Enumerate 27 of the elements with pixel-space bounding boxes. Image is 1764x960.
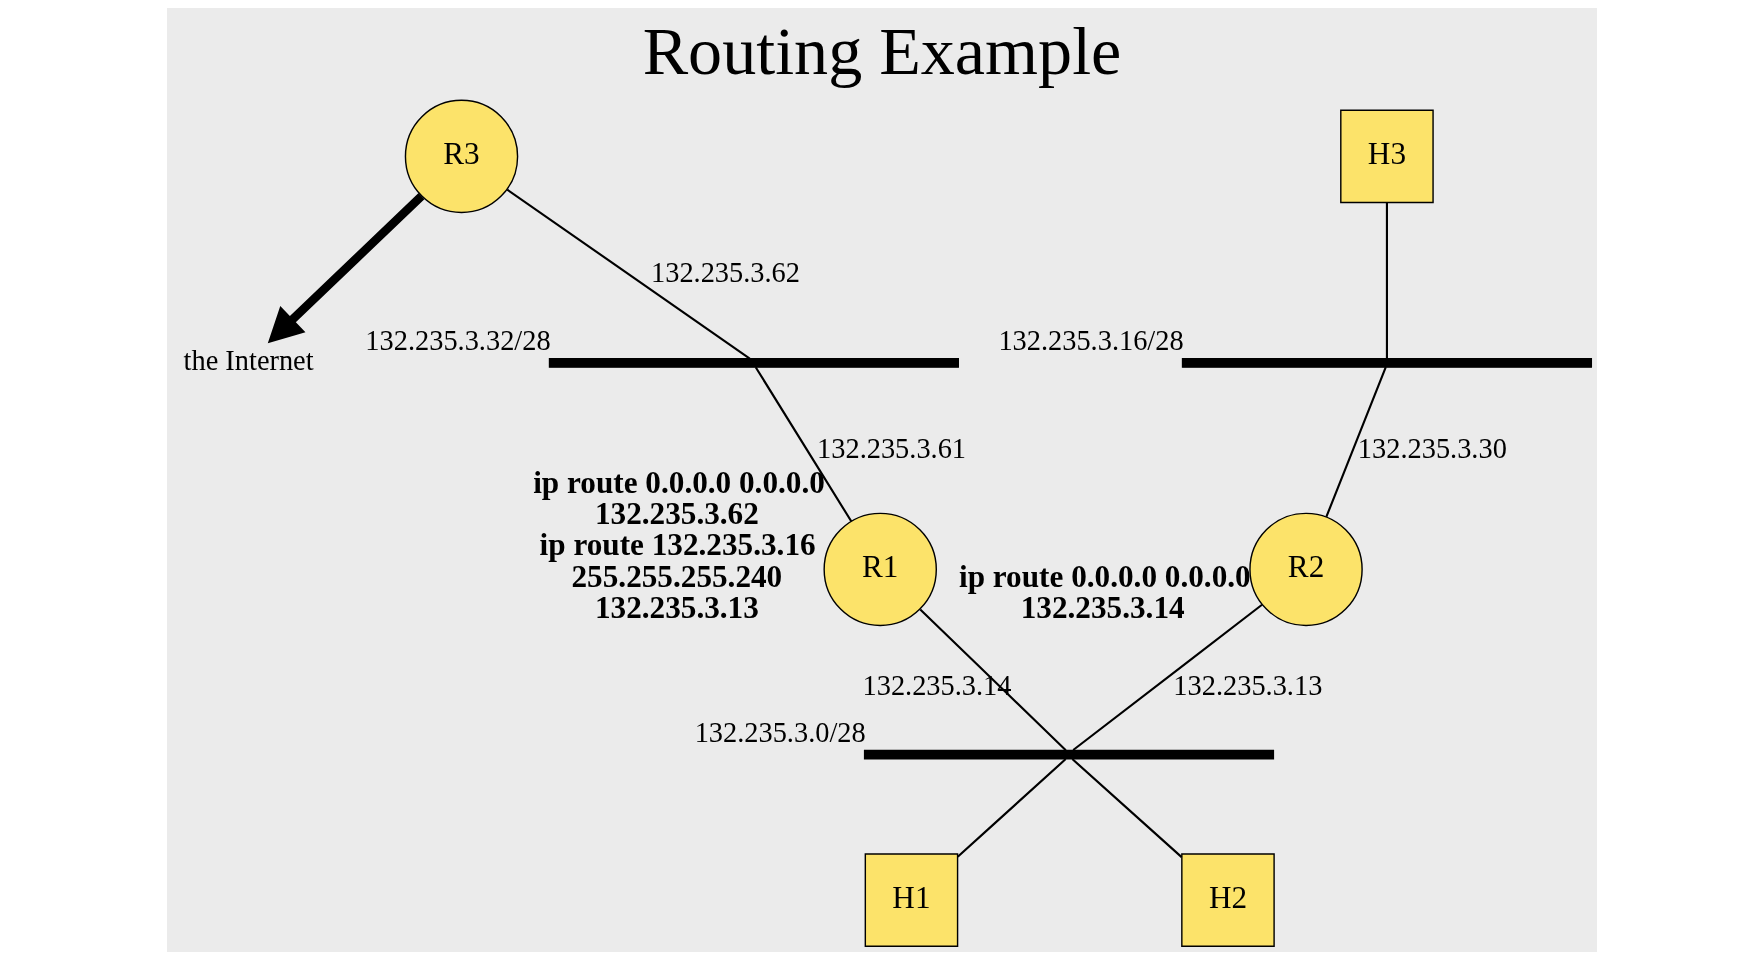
node-box: H3	[1340, 109, 1434, 204]
connector	[1385, 203, 1388, 359]
node-bar	[548, 357, 959, 368]
connector	[754, 366, 853, 522]
connector	[1072, 603, 1263, 751]
node-bar	[863, 749, 1275, 760]
edge-label: 132.235.3.62	[651, 257, 800, 288]
node-label: 132.235.3.16/28	[998, 325, 1184, 357]
edge-label: 132.235.3.13	[1173, 670, 1323, 702]
connector	[1325, 366, 1387, 518]
edge-label: 132.235.3.61	[817, 433, 967, 464]
node-label: ip route 0.0.0.0 0.0.0.0 132.235.3.14	[959, 558, 1251, 625]
connector	[957, 758, 1067, 858]
node-circle: R2	[1249, 512, 1363, 627]
node-text: the Internet	[183, 345, 314, 376]
arrow	[267, 193, 425, 344]
node-label: 132.235.3.0/28	[694, 716, 866, 748]
node-bar	[1181, 357, 1593, 368]
diagram-title: Routing Example	[642, 12, 1122, 89]
node-label: 132.235.3.32/28	[365, 325, 551, 357]
connector	[506, 188, 751, 360]
node-box: H2	[1181, 853, 1275, 947]
edge-label: 132.235.3.30	[1357, 433, 1507, 464]
node-circle: R1	[823, 512, 937, 627]
connector	[1071, 758, 1183, 858]
node-circle: R3	[404, 99, 519, 214]
node-box: H1	[864, 853, 959, 947]
